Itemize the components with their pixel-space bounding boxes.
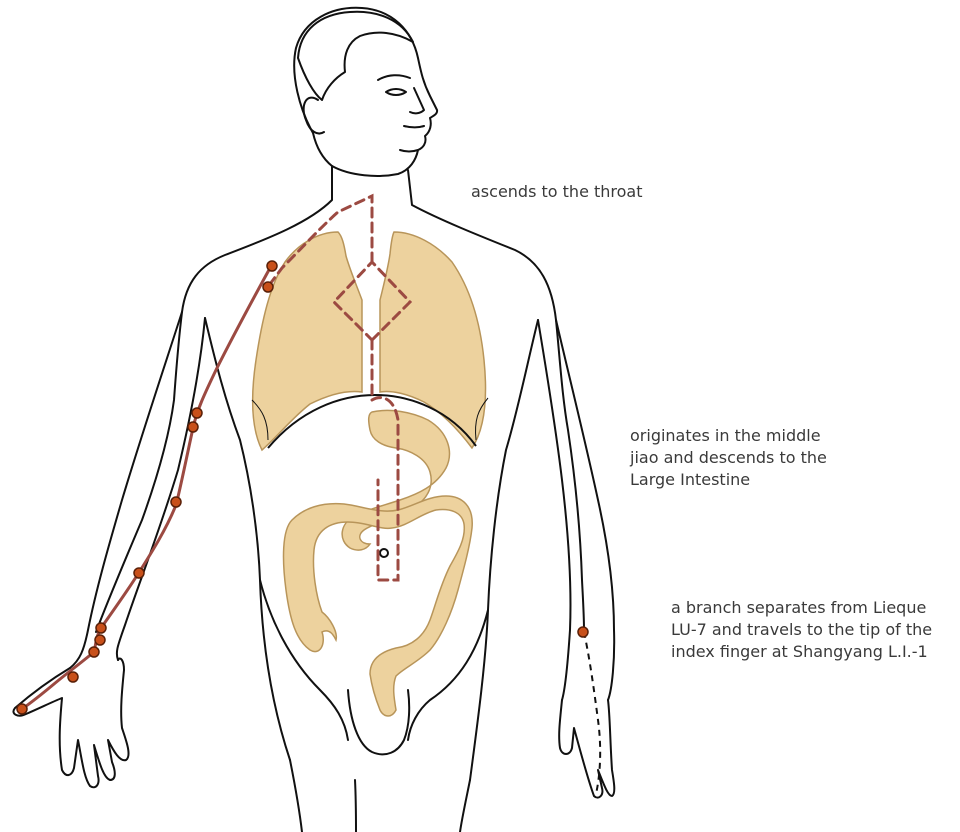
acupoint: [192, 408, 202, 418]
acupoint: [188, 422, 198, 432]
navel: [380, 549, 388, 557]
abdomen-right: [408, 610, 488, 740]
nose: [410, 88, 424, 113]
left-outer-arm: [70, 312, 182, 668]
acupoint: [263, 282, 273, 292]
left-leg-line: [290, 760, 302, 832]
annotation-line: index finger at Shangyang L.I.-1: [671, 641, 932, 663]
stomach: [342, 410, 449, 550]
eye: [386, 89, 406, 95]
annotation-line: ascends to the throat: [471, 181, 643, 203]
acupoint-lieque: [578, 627, 588, 637]
acupoint: [17, 704, 27, 714]
acupoint: [95, 635, 105, 645]
annotation-origin: originates in the middle jiao and descen…: [630, 425, 827, 491]
acupoint: [134, 568, 144, 578]
acupoint: [68, 672, 78, 682]
ear: [304, 98, 324, 134]
body-outline: [13, 8, 614, 832]
arm-channel-line: [22, 268, 270, 709]
annotation-line: a branch separates from Lieque: [671, 597, 932, 619]
right-hand: [559, 700, 614, 798]
annotation-line: Large Intestine: [630, 469, 827, 491]
chin-line: [400, 150, 418, 152]
mouth: [404, 126, 424, 128]
hair: [298, 12, 413, 100]
organs: [253, 232, 486, 716]
acupoint: [89, 647, 99, 657]
left-inner-arm: [117, 318, 205, 660]
acupoint: [171, 497, 181, 507]
right-inner-arm: [538, 320, 571, 700]
acupoint: [267, 261, 277, 271]
annotation-line: originates in the middle: [630, 425, 827, 447]
annotation-line: jiao and descends to the: [630, 447, 827, 469]
annotation-line: LU-7 and travels to the tip of the: [671, 619, 932, 641]
acupoint: [96, 623, 106, 633]
annotation-branch: a branch separates from Lieque LU-7 and …: [671, 597, 932, 663]
annotation-throat: ascends to the throat: [471, 181, 643, 203]
inner-leg-line: [355, 780, 356, 832]
right-leg-line: [460, 780, 470, 832]
channel-external-pathway: [22, 268, 270, 709]
eyebrow: [378, 75, 410, 80]
